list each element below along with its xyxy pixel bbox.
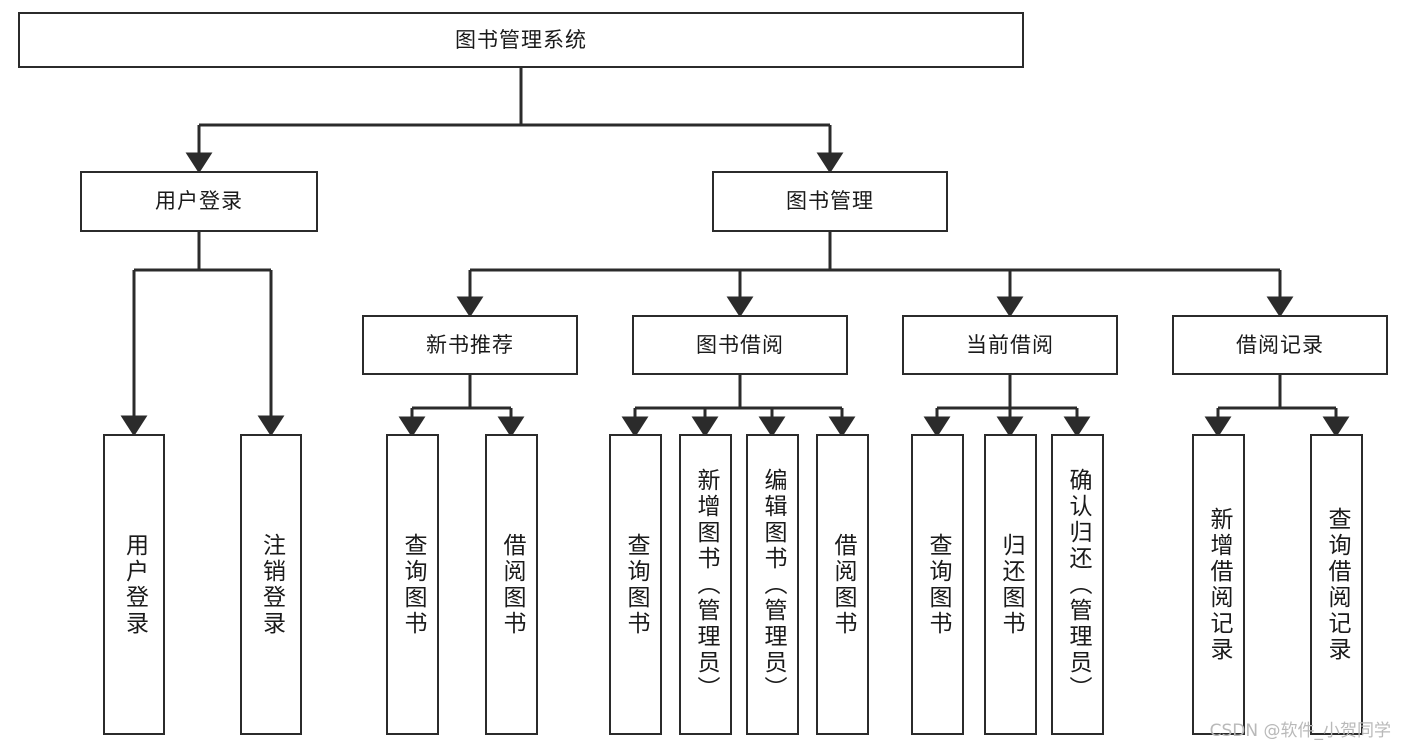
node-leaf-query-book-1[interactable]: 查询图书 <box>386 434 439 735</box>
node-leaf-query-book-3[interactable]: 查询图书 <box>911 434 964 735</box>
node-leaf-return-book[interactable]: 归还图书 <box>984 434 1037 735</box>
node-book-borrow-label: 图书借阅 <box>696 332 784 357</box>
node-leaf-add-record[interactable]: 新增借阅记录 <box>1192 434 1245 735</box>
node-leaf-query-record-label: 查询借阅记录 <box>1324 506 1350 663</box>
node-book-manage[interactable]: 图书管理 <box>712 171 948 232</box>
node-leaf-query-book-3-label: 查询图书 <box>925 532 951 637</box>
node-leaf-query-record[interactable]: 查询借阅记录 <box>1310 434 1363 735</box>
node-leaf-add-book-label: 新增图书（管理员） <box>693 467 719 702</box>
node-borrow-record[interactable]: 借阅记录 <box>1172 315 1388 375</box>
node-leaf-confirm-return-label: 确认归还（管理员） <box>1065 467 1091 702</box>
node-leaf-add-book[interactable]: 新增图书（管理员） <box>679 434 732 735</box>
node-leaf-borrow-book-1[interactable]: 借阅图书 <box>485 434 538 735</box>
node-leaf-user-logout[interactable]: 注销登录 <box>240 434 302 735</box>
node-root[interactable]: 图书管理系统 <box>18 12 1024 68</box>
node-leaf-query-book-2-label: 查询图书 <box>623 532 649 637</box>
node-book-borrow[interactable]: 图书借阅 <box>632 315 848 375</box>
node-leaf-edit-book[interactable]: 编辑图书（管理员） <box>746 434 799 735</box>
csdn-watermark: CSDN @软件_小贺同学 <box>1209 721 1391 741</box>
node-leaf-add-record-label: 新增借阅记录 <box>1206 506 1232 663</box>
node-leaf-borrow-book-1-label: 借阅图书 <box>499 532 525 637</box>
node-leaf-user-login-label: 用户登录 <box>121 532 148 637</box>
node-book-manage-label: 图书管理 <box>786 189 874 214</box>
node-leaf-user-login[interactable]: 用户登录 <box>103 434 165 735</box>
node-leaf-borrow-book-2[interactable]: 借阅图书 <box>816 434 869 735</box>
node-new-book-recommend-label: 新书推荐 <box>426 332 514 357</box>
node-user-login[interactable]: 用户登录 <box>80 171 318 232</box>
node-current-borrow[interactable]: 当前借阅 <box>902 315 1118 375</box>
node-leaf-user-logout-label: 注销登录 <box>258 532 285 637</box>
node-leaf-query-book-2[interactable]: 查询图书 <box>609 434 662 735</box>
node-leaf-borrow-book-2-label: 借阅图书 <box>830 532 856 637</box>
node-current-borrow-label: 当前借阅 <box>966 332 1054 357</box>
node-user-login-label: 用户登录 <box>155 189 243 214</box>
node-new-book-recommend[interactable]: 新书推荐 <box>362 315 578 375</box>
node-leaf-return-book-label: 归还图书 <box>998 532 1024 637</box>
node-borrow-record-label: 借阅记录 <box>1236 332 1324 357</box>
node-leaf-edit-book-label: 编辑图书（管理员） <box>760 467 786 702</box>
node-leaf-confirm-return[interactable]: 确认归还（管理员） <box>1051 434 1104 735</box>
node-root-label: 图书管理系统 <box>455 27 587 52</box>
node-leaf-query-book-1-label: 查询图书 <box>400 532 426 637</box>
